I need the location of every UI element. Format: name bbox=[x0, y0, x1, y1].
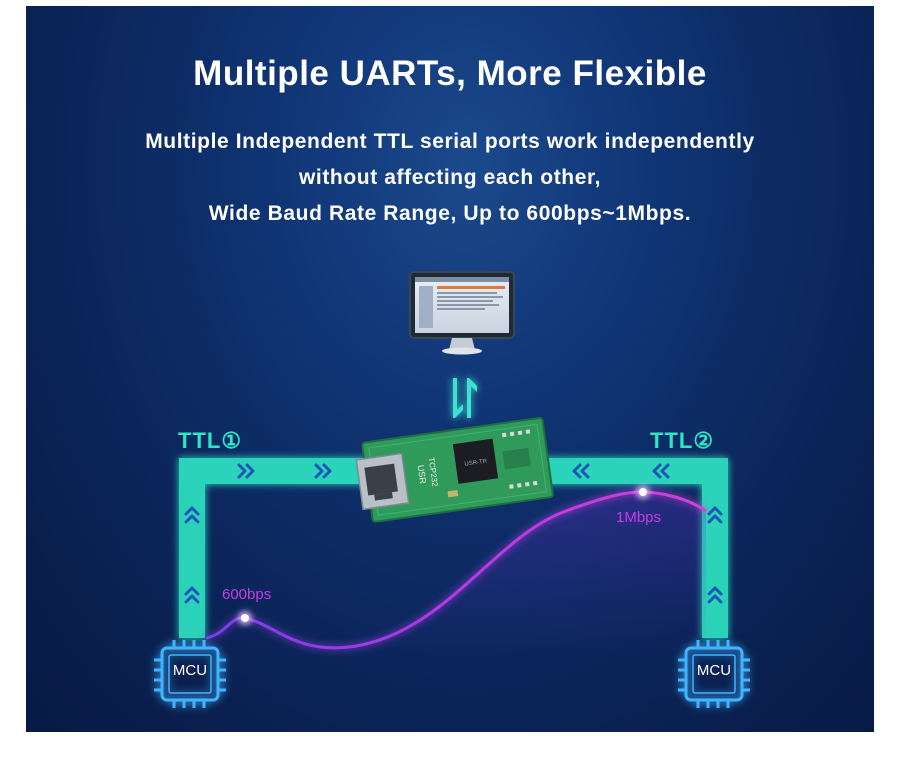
svg-text:USR-TR: USR-TR bbox=[464, 459, 488, 468]
infographic-panel: Multiple UARTs, More Flexible Multiple I… bbox=[26, 6, 874, 732]
uart-diagram: USR-TR USR TCP232 bbox=[154, 271, 750, 708]
ttl1-path bbox=[179, 458, 372, 638]
arrow-left-icon bbox=[572, 463, 590, 479]
ethernet-port-icon bbox=[355, 452, 410, 511]
page-title: Multiple UARTs, More Flexible bbox=[193, 54, 707, 93]
arrow-right-icon bbox=[314, 463, 332, 479]
subtitle-line-2: without affecting each other, bbox=[298, 166, 602, 189]
baud-rate-curve bbox=[205, 485, 707, 656]
arrow-up-icon bbox=[184, 506, 200, 524]
mcu-left-label: MCU bbox=[172, 662, 208, 679]
arrow-up-icon bbox=[184, 586, 200, 604]
arrow-up-icon bbox=[707, 586, 723, 604]
bidirectional-arrow-icon bbox=[453, 378, 477, 418]
ttl2-label: TTL② bbox=[650, 428, 715, 453]
svg-text:TCP232: TCP232 bbox=[427, 457, 440, 488]
mcu-right-chip bbox=[678, 640, 750, 708]
subtitle-line-3: Wide Baud Rate Range, Up to 600bps~1Mbps… bbox=[208, 202, 692, 225]
flow-arrows bbox=[184, 463, 723, 604]
rate-high-label: 1Mbps bbox=[616, 509, 662, 526]
mcu-left-chip bbox=[154, 640, 226, 708]
ttl2-path bbox=[522, 458, 728, 638]
monitor-icon bbox=[409, 271, 515, 355]
mcu-right-label: MCU bbox=[696, 662, 732, 679]
chip-icon: USR-TR bbox=[452, 438, 499, 484]
arrow-right-icon bbox=[237, 463, 255, 479]
ttl1-label: TTL① bbox=[178, 428, 243, 453]
rate-low-label: 600bps bbox=[222, 586, 272, 603]
arrow-left-icon bbox=[652, 463, 670, 479]
svg-text:USR: USR bbox=[416, 464, 429, 485]
arrow-up-icon bbox=[707, 506, 723, 524]
circuit-board: USR-TR USR TCP232 bbox=[355, 416, 554, 523]
subtitle-line-1: Multiple Independent TTL serial ports wo… bbox=[145, 130, 755, 153]
